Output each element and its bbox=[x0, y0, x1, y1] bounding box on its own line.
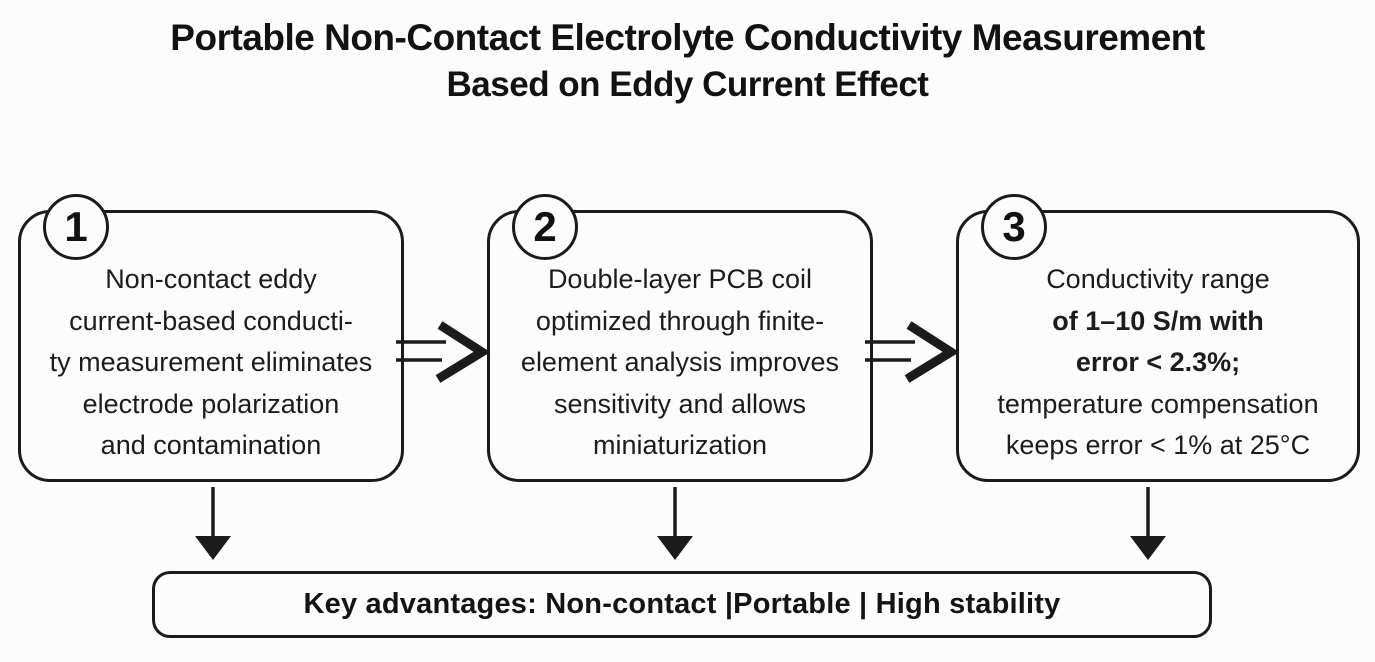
step-number-badge: 3 bbox=[981, 194, 1047, 260]
step-text: Conductivity range of 1–10 S/m with erro… bbox=[959, 259, 1357, 467]
step-text-line: Conductivity range bbox=[1046, 264, 1270, 294]
step-text-line: keeps error < 1% at 25°C bbox=[1005, 430, 1311, 460]
step-box-2: 2 Double-layer PCB coil optimized throug… bbox=[487, 194, 873, 482]
flow-arrow-right-icon bbox=[396, 321, 491, 383]
step-text-line: miniaturization bbox=[592, 430, 768, 460]
step-text-line: element analysis improves bbox=[520, 347, 840, 377]
step-number-badge: 2 bbox=[512, 194, 578, 260]
flow-arrow-right-icon bbox=[865, 321, 960, 383]
step-number-badge: 1 bbox=[43, 194, 109, 260]
step-text: Double-layer PCB coil optimized through … bbox=[490, 259, 870, 467]
page-title: Portable Non-Contact Electrolyte Conduct… bbox=[0, 14, 1375, 108]
step-text-line: optimized through finite- bbox=[535, 305, 825, 336]
step-text-line: ty measurement eliminates bbox=[49, 347, 373, 377]
step-text-line: electrode polarization bbox=[82, 388, 340, 419]
flow-arrow-down-icon bbox=[195, 487, 231, 560]
step-text-line: temperature compensation bbox=[997, 388, 1319, 419]
step-box-1: 1 Non-contact eddy current-based conduct… bbox=[18, 194, 404, 482]
step-text-line: error < 2.3%; bbox=[1075, 347, 1241, 377]
step-text-line: Double-layer PCB coil bbox=[547, 264, 813, 294]
title-line-1: Portable Non-Contact Electrolyte Conduct… bbox=[170, 17, 1205, 58]
step-text: Non-contact eddy current-based conducti-… bbox=[21, 259, 401, 467]
step-text-line: current-based conducti- bbox=[69, 305, 353, 336]
step-text-line: sensitivity and allows bbox=[553, 388, 807, 419]
flow-arrow-down-icon bbox=[1130, 487, 1166, 560]
step-text-line: of 1–10 S/m with bbox=[1052, 305, 1264, 336]
step-box-3: 3 Conductivity range of 1–10 S/m with er… bbox=[956, 194, 1360, 482]
step-text-line: Non-contact eddy bbox=[105, 264, 317, 294]
flow-arrow-down-icon bbox=[657, 487, 693, 560]
key-advantages-text: Key advantages: Non-contact |Portable | … bbox=[303, 588, 1061, 620]
title-line-2: Based on Eddy Current Effect bbox=[446, 65, 929, 104]
key-advantages-box: Key advantages: Non-contact |Portable | … bbox=[152, 571, 1212, 638]
step-text-line: and contamination bbox=[100, 430, 322, 460]
